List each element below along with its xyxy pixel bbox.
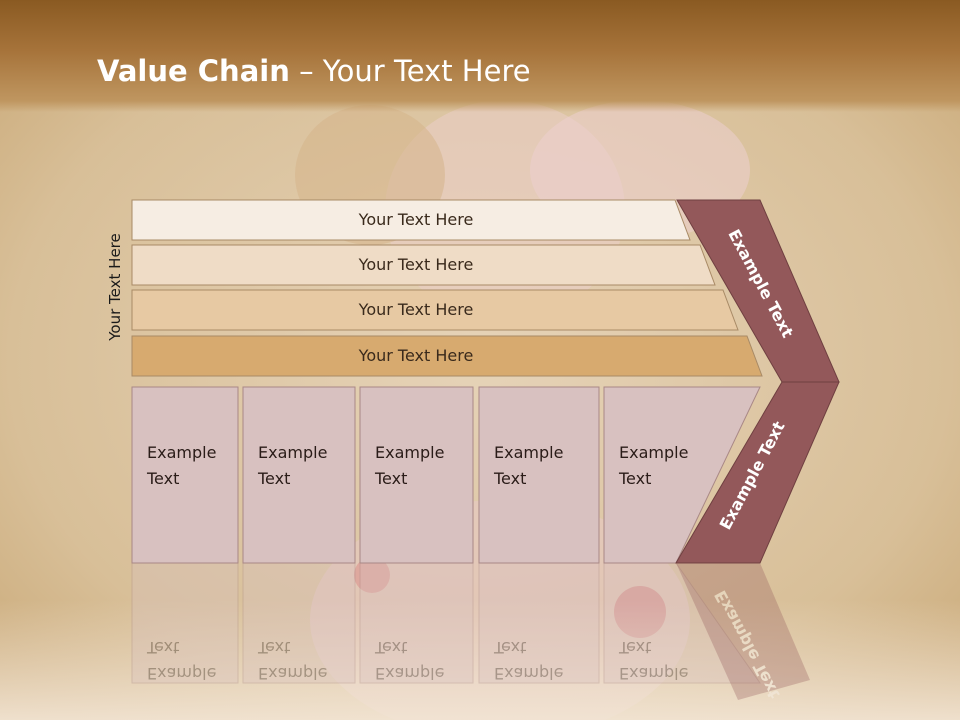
- column-2-reflection: Example Text: [242, 562, 356, 684]
- column-1-line2: Text: [146, 469, 179, 488]
- title-rest: – Your Text Here: [289, 54, 531, 88]
- column-4: [478, 386, 600, 564]
- chevron-lower-arm: [675, 381, 840, 564]
- column-3-reflection: Example Text: [359, 562, 474, 684]
- column-1-reflection-line1: Example: [147, 664, 216, 683]
- bar-label-1: Your Text Here: [358, 210, 474, 229]
- bar-1: [131, 199, 691, 241]
- column-3-reflection-line2: Text: [374, 638, 407, 657]
- column-5-reflection-line1: Example: [619, 664, 688, 683]
- column-2-reflection-line1: Example: [258, 664, 327, 683]
- column-3-reflection-line1: Example: [375, 664, 444, 683]
- bar-2: [131, 244, 716, 286]
- column-2-line1: Example: [258, 443, 327, 462]
- column-1-line1: Example: [147, 443, 216, 462]
- slide-title: Value Chain – Your Text Here: [97, 54, 531, 88]
- title-bold: Value Chain: [97, 54, 290, 88]
- column-4-reflection-shape: [478, 562, 600, 684]
- column-2-line2: Text: [257, 469, 290, 488]
- column-4-reflection: Example Text: [478, 562, 600, 684]
- column-2: [242, 386, 356, 564]
- chevron-reflection-shape: [676, 563, 810, 700]
- column-1-reflection-line2: Text: [146, 638, 179, 657]
- column-3: [359, 386, 474, 564]
- bar-label-4: Your Text Here: [358, 346, 474, 365]
- column-3-line2: Text: [374, 469, 407, 488]
- bar-label-3: Your Text Here: [358, 300, 474, 319]
- column-5-line1: Example: [619, 443, 688, 462]
- column-1-reflection: Example Text: [131, 562, 239, 684]
- bar-4: [131, 335, 763, 377]
- column-2-reflection-shape: [242, 562, 356, 684]
- bar-label-2: Your Text Here: [358, 255, 474, 274]
- column-5-line2: Text: [618, 469, 651, 488]
- column-2-reflection-line2: Text: [257, 638, 290, 657]
- column-4-line2: Text: [493, 469, 526, 488]
- column-5-reflection-line2: Text: [618, 638, 651, 657]
- column-1: [131, 386, 239, 564]
- header-band: [0, 0, 960, 112]
- column-1-reflection-shape: [131, 562, 239, 684]
- column-4-reflection-line2: Text: [493, 638, 526, 657]
- column-3-line1: Example: [375, 443, 444, 462]
- bar-3: [131, 289, 739, 331]
- column-3-reflection-shape: [359, 562, 474, 684]
- column-4-reflection-line1: Example: [494, 664, 563, 683]
- column-4-line1: Example: [494, 443, 563, 462]
